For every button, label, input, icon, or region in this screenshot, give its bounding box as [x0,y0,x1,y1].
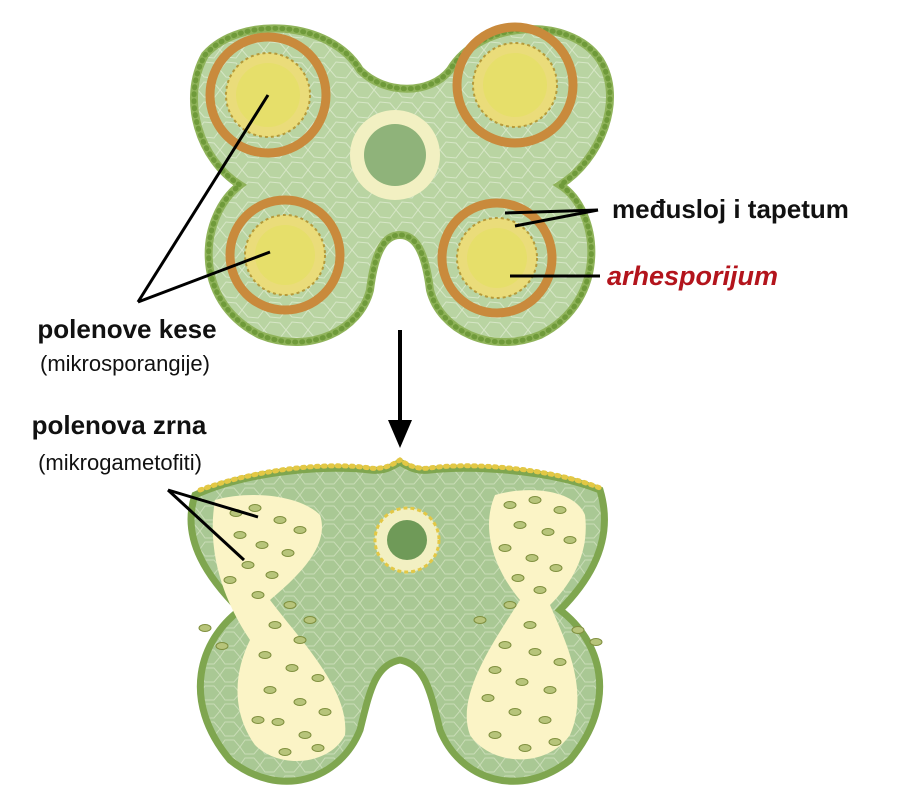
label-archesporium: arhesporijum [607,263,778,290]
label-pollen-sacs: polenove kese [12,316,242,342]
young-vascular-core [364,124,426,186]
label-pollen-grains: polenova zrna [5,412,233,438]
label-pollen-sacs-sub: (mikrosporangije) [5,353,245,375]
mature-vascular-core [387,520,427,560]
pollen-sac-bottom-left [230,200,340,310]
pollen-sac-bottom-right [442,203,552,313]
label-pollen-grains-sub: (mikrogametofiti) [0,452,240,474]
young-anther-cross-section [194,27,610,342]
development-arrow [388,330,412,448]
pollen-sac-top-right [457,27,573,143]
label-interlayer-tapetum: međusloj i tapetum [612,196,849,222]
mature-anther-cross-section [191,460,604,781]
